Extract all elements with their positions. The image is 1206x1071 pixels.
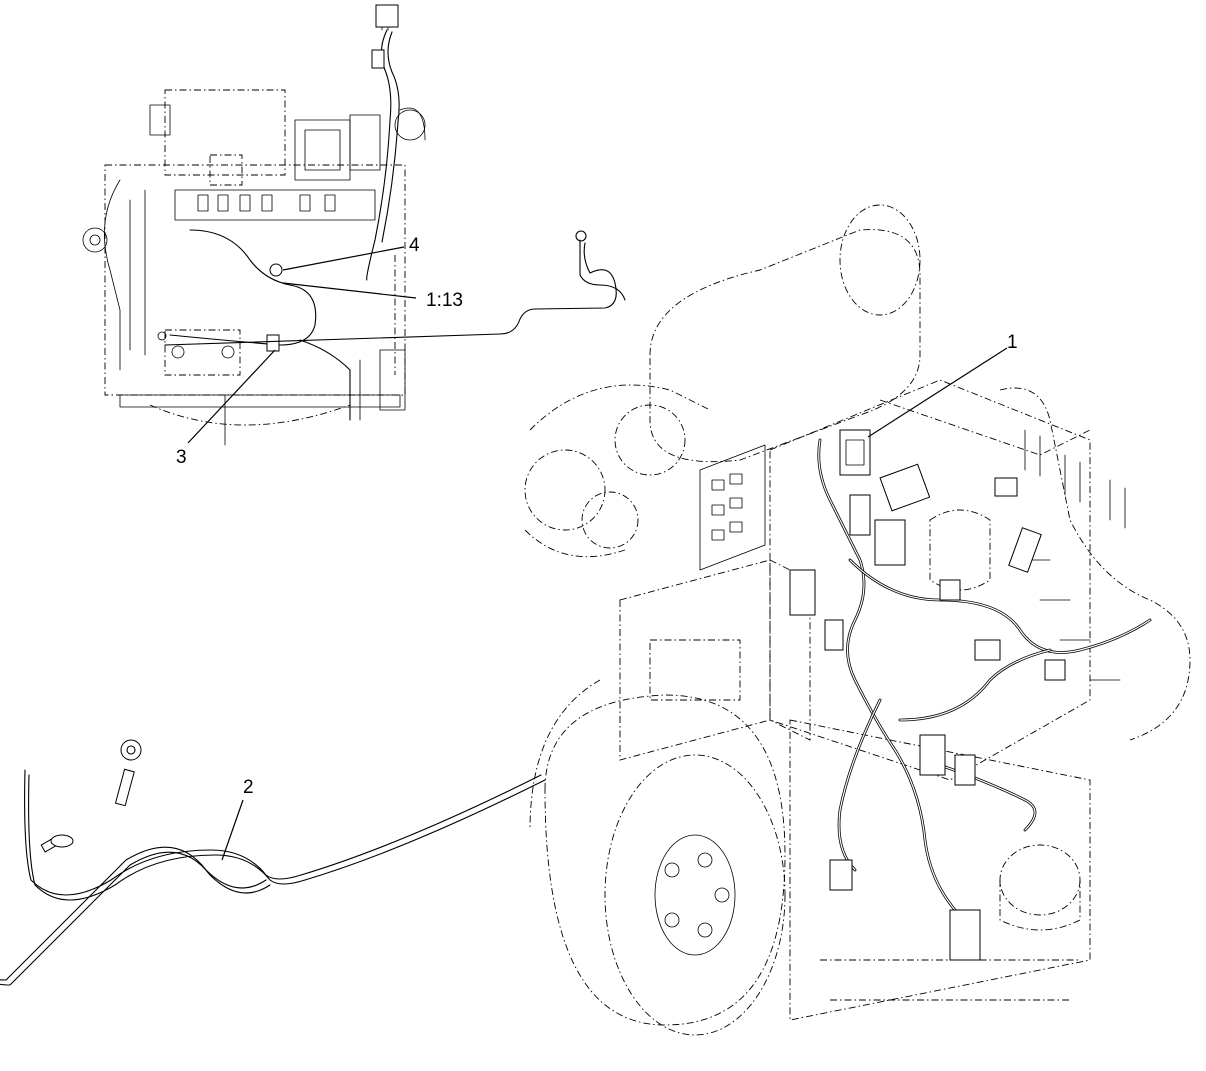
leader-item3 bbox=[187, 349, 276, 444]
leader-item4 bbox=[282, 246, 405, 271]
callout-ref: 1:13 bbox=[426, 290, 463, 311]
leader-item2 bbox=[221, 799, 244, 861]
callout-item4: 4 bbox=[409, 235, 420, 256]
callout-item1: 1 bbox=[1007, 332, 1018, 353]
leader-ref bbox=[282, 282, 417, 299]
battery-cable bbox=[0, 739, 546, 986]
callout-item3: 3 bbox=[176, 447, 187, 468]
main-engine-view bbox=[524, 204, 1191, 1036]
leader-item1 bbox=[867, 347, 1008, 438]
inset-engine-view bbox=[82, 4, 626, 446]
callout-item2: 2 bbox=[243, 777, 254, 798]
